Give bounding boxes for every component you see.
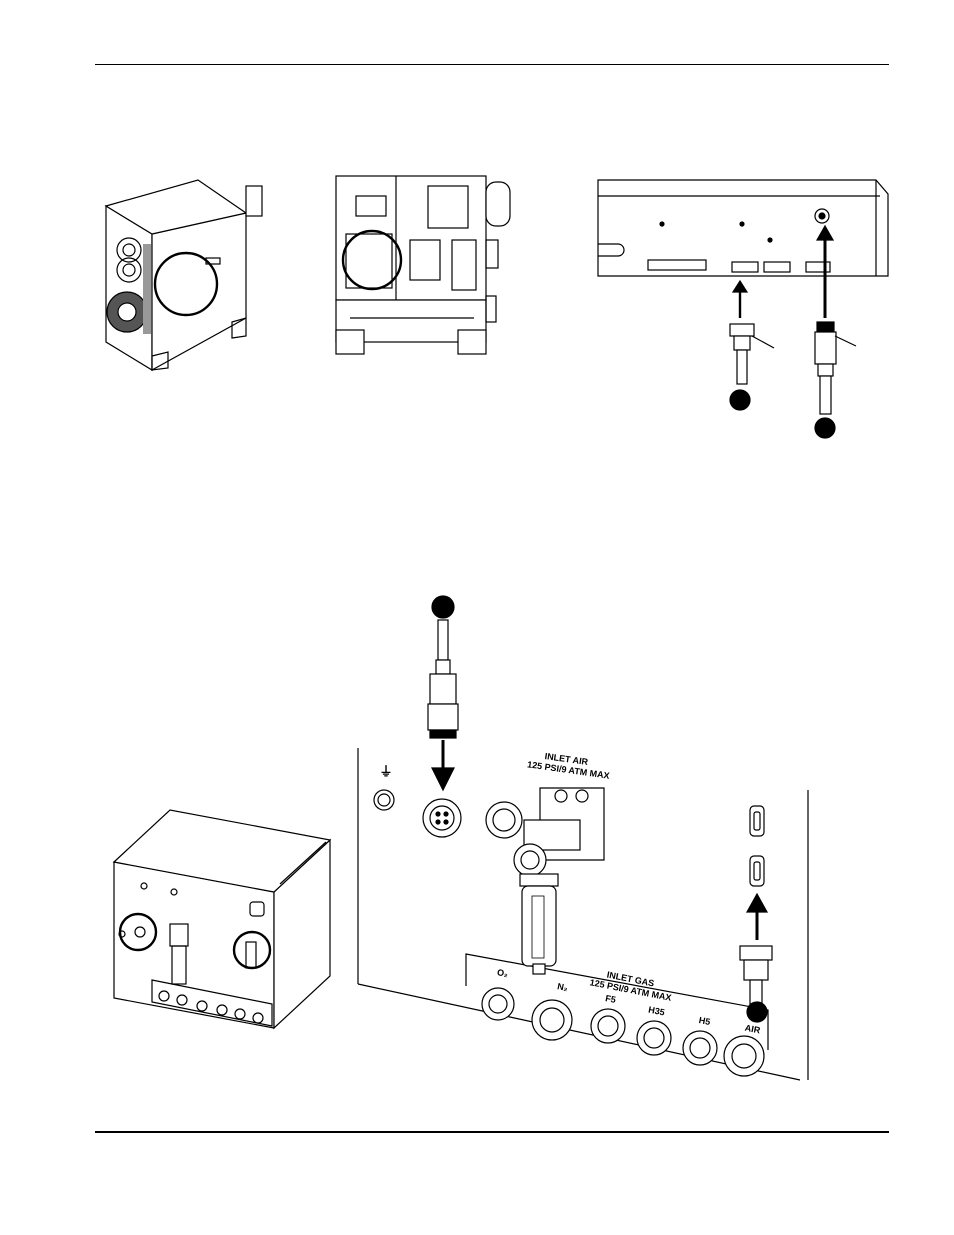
power-supply-isometric — [104, 179, 263, 372]
port-label-h35: H35 — [648, 1005, 666, 1018]
callout-marker — [729, 389, 751, 411]
port-label-air: AIR — [744, 1023, 762, 1036]
callout-marker — [814, 417, 836, 439]
callout-circle — [232, 930, 272, 970]
ground-symbol-label: ⏚ — [379, 764, 392, 779]
gas-console-panel — [357, 595, 809, 1081]
port-label-h5: H5 — [698, 1015, 711, 1027]
control-board-detail — [597, 179, 889, 439]
callout-circle — [341, 229, 403, 291]
port-label-o2: O₂ — [496, 967, 509, 979]
callout-circle — [153, 251, 219, 317]
callout-marker — [431, 595, 455, 619]
power-supply-interior — [335, 175, 511, 355]
callout-circle — [118, 912, 158, 952]
header-rule — [95, 64, 889, 65]
footer-rule — [95, 1131, 889, 1133]
gas-console-isometric — [112, 809, 332, 1030]
callout-marker — [746, 1001, 768, 1023]
port-label-f5: F5 — [604, 993, 616, 1005]
port-label-n2: N₂ — [556, 981, 568, 993]
